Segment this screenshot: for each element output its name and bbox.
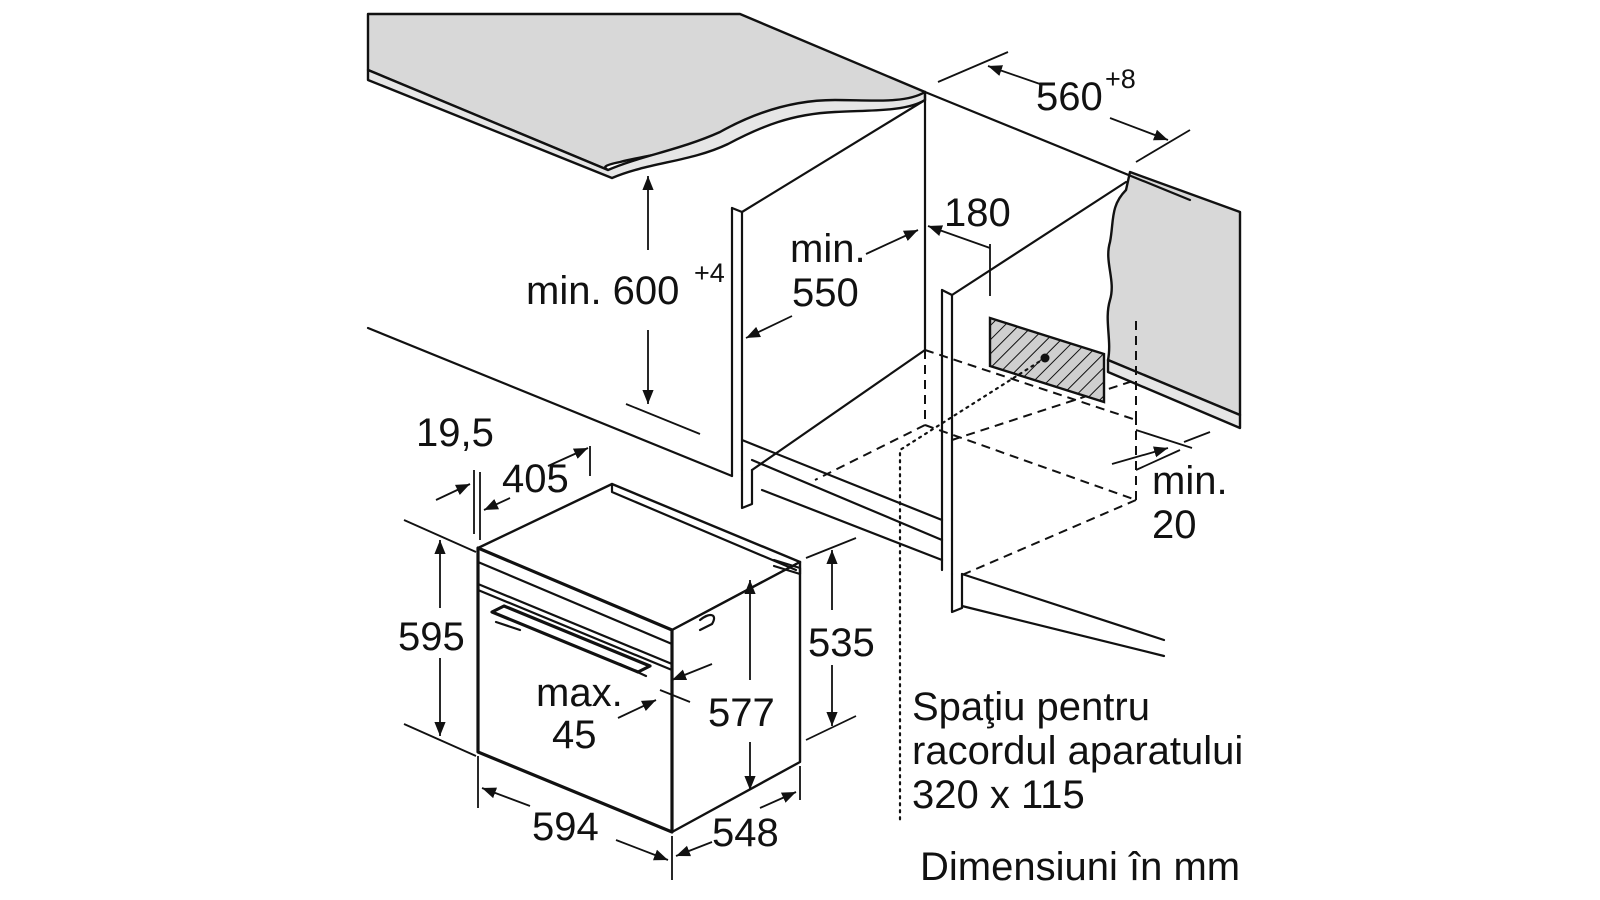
cabinet-left-panel: [730, 90, 927, 510]
label-19-5: 19,5: [416, 411, 494, 455]
label-180: 180: [944, 191, 1011, 235]
countertop-right: [1106, 170, 1242, 430]
connection-box: [898, 316, 1106, 822]
label-min600-sup: +4: [694, 258, 725, 288]
door-handle: [490, 604, 652, 674]
label-405: 405: [502, 457, 569, 501]
oven: [476, 482, 802, 834]
label-max45-b: 45: [552, 713, 597, 757]
label-min20-b: 20: [1152, 503, 1197, 547]
label-548: 548: [712, 811, 779, 855]
note-block: Spaţiu pentru racordul aparatului 320 x …: [912, 685, 1243, 889]
countertop-left: [366, 12, 927, 180]
label-594: 594: [532, 805, 599, 849]
label-577: 577: [708, 691, 775, 735]
note-line-2: racordul aparatului: [912, 729, 1243, 773]
units-caption: Dimensiuni în mm: [920, 845, 1240, 889]
label-560: 560: [1036, 75, 1103, 119]
label-min550-a: min.: [790, 227, 866, 271]
label-min550-b: 550: [792, 271, 859, 315]
note-line-1: Spaţiu pentru: [912, 685, 1150, 729]
dimension-labels: 560 +8 180 min. 550 min. 600 +4 19,5 405…: [398, 64, 1228, 855]
label-max45-a: max.: [536, 671, 623, 715]
label-595: 595: [398, 615, 465, 659]
floor-lines: [366, 90, 1192, 658]
note-line-3: 320 x 115: [912, 773, 1085, 817]
label-min600: min. 600: [526, 269, 679, 313]
label-560-sup: +8: [1105, 64, 1136, 94]
niche-dashed-outline: [814, 318, 1137, 576]
label-535: 535: [808, 621, 875, 665]
dimension-lines: [403, 51, 1211, 880]
label-min20-a: min.: [1152, 459, 1228, 503]
